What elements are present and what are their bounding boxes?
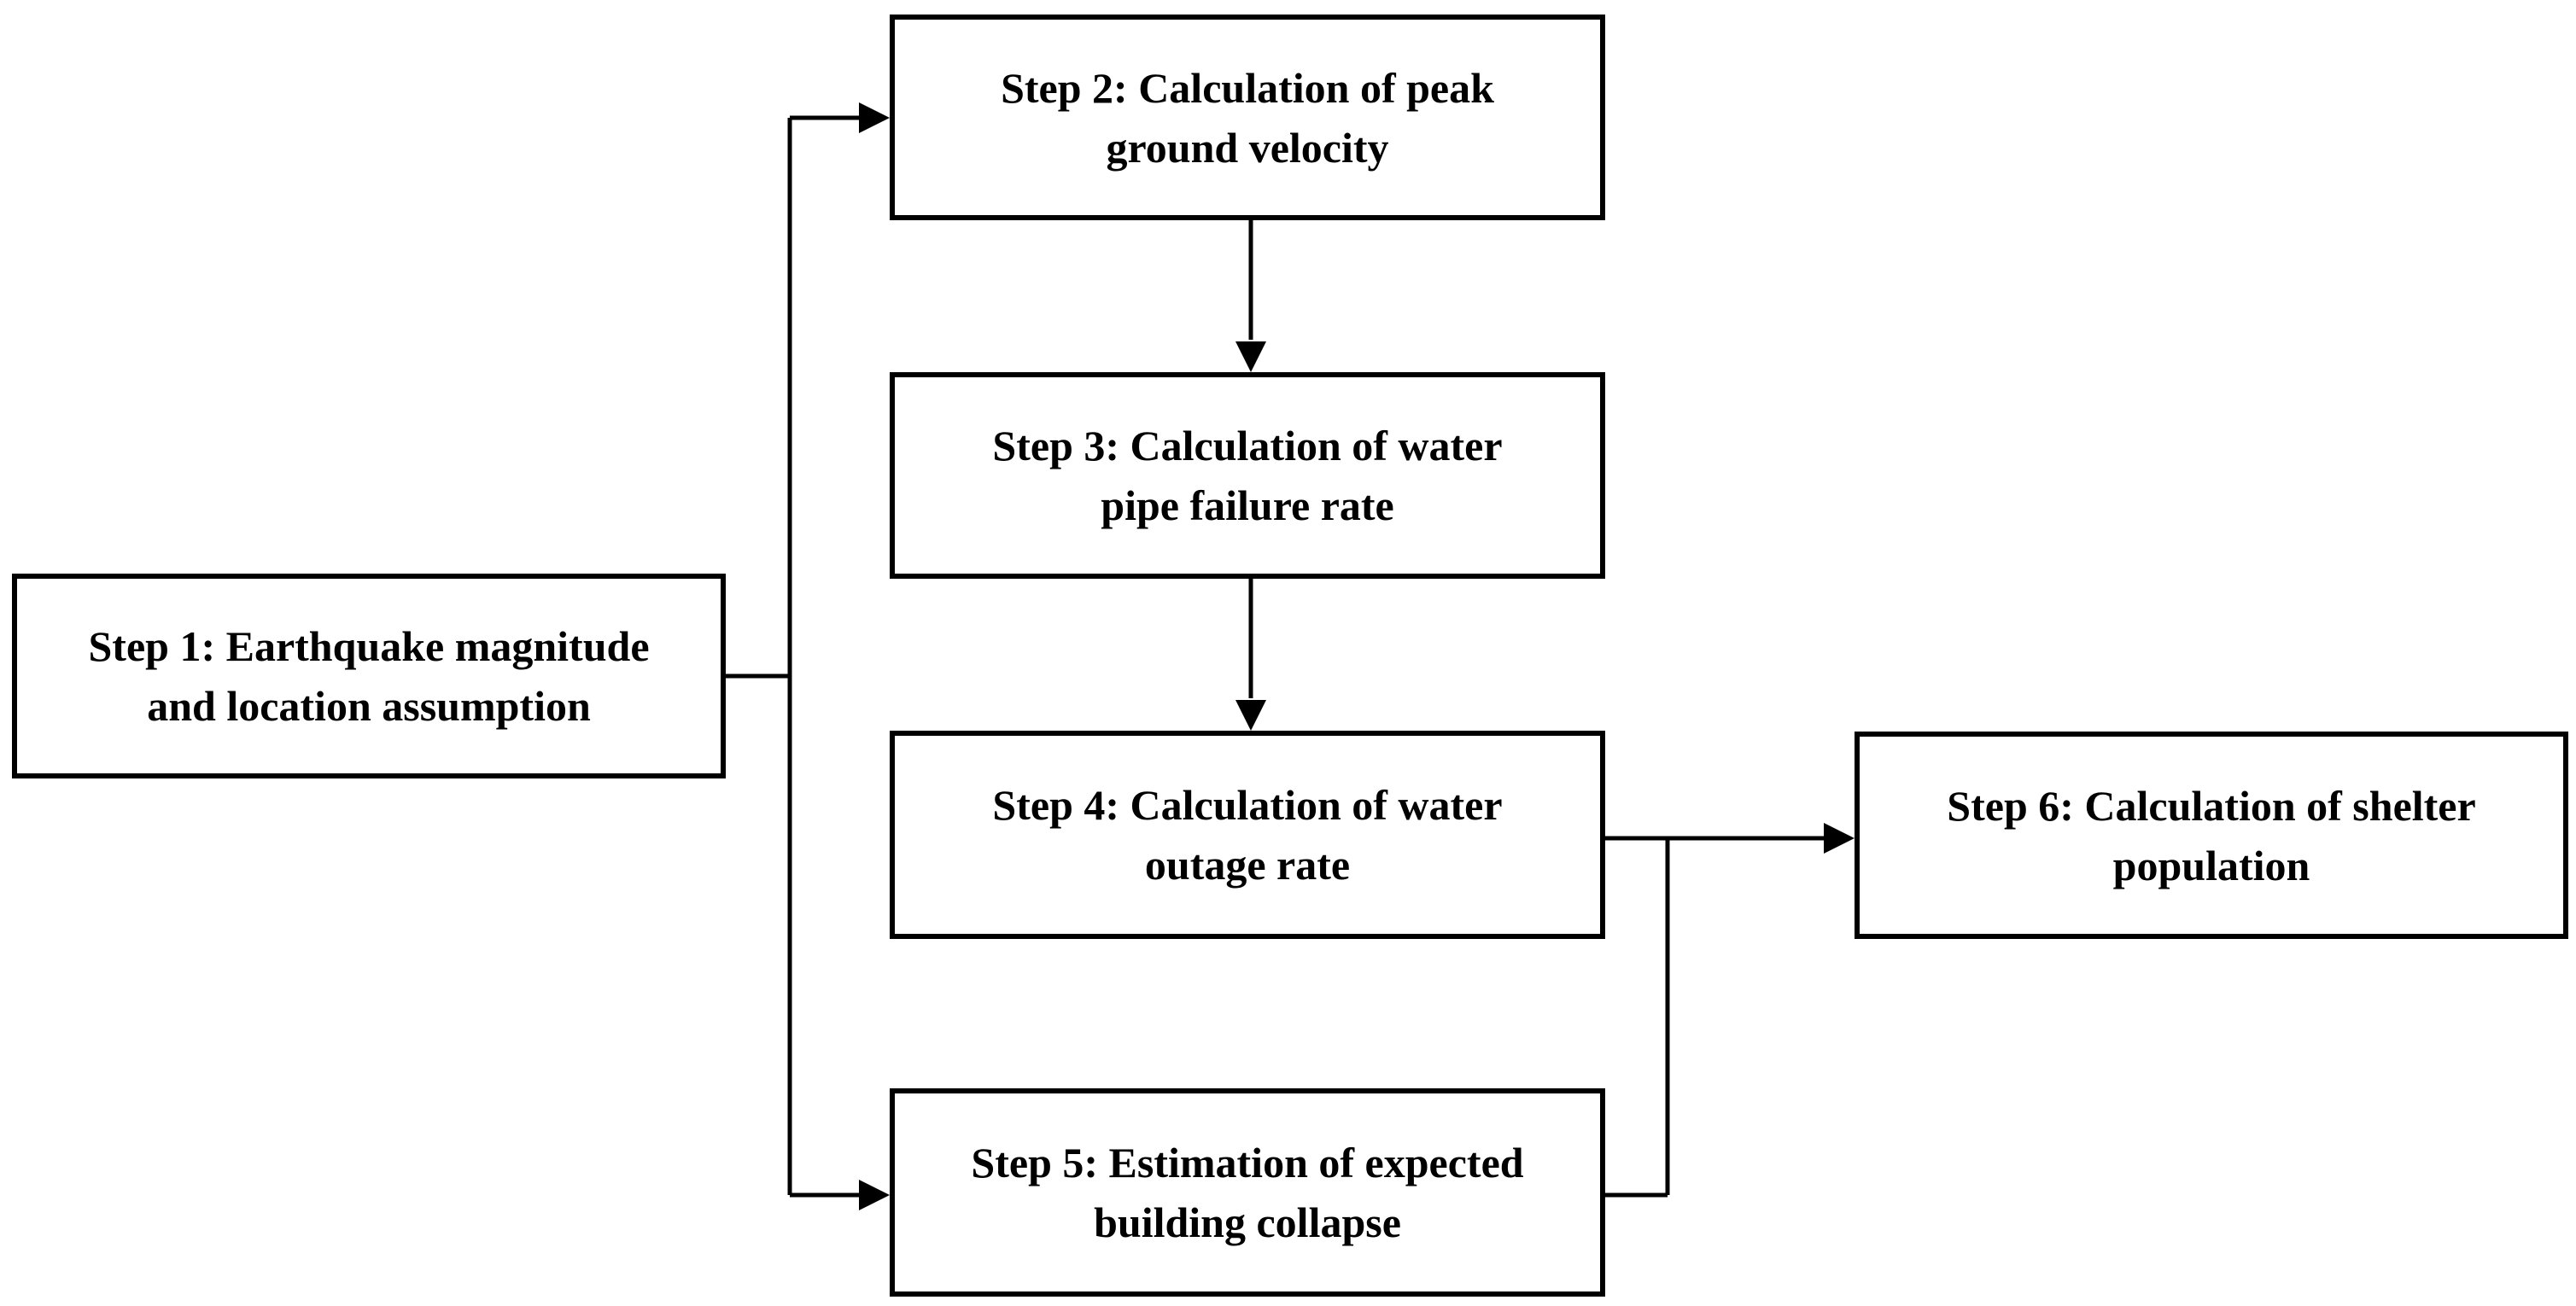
step5-line2: building collapse bbox=[1094, 1198, 1401, 1246]
arrowhead-step6 bbox=[1824, 823, 1855, 854]
step1-line1: Step 1: Earthquake magnitude bbox=[88, 622, 650, 670]
step6-line2: population bbox=[2112, 841, 2310, 889]
arrowhead-step3 bbox=[1235, 341, 1266, 372]
step4-line2: outage rate bbox=[1144, 841, 1351, 889]
arrowhead-step4 bbox=[1235, 700, 1266, 731]
arrowhead-step2 bbox=[859, 102, 890, 133]
step6-line1: Step 6: Calculation of shelter bbox=[1947, 781, 2476, 830]
step4-line1: Step 4: Calculation of water bbox=[992, 781, 1503, 829]
step3-line1: Step 3: Calculation of water bbox=[992, 422, 1503, 469]
step1-box: Step 1: Earthquake magnitude and locatio… bbox=[12, 574, 726, 778]
step2-box: Step 2: Calculation of peak ground veloc… bbox=[890, 15, 1605, 220]
step5-box: Step 5: Estimation of expected building … bbox=[890, 1088, 1605, 1297]
step2-line2: ground velocity bbox=[1106, 123, 1389, 172]
step3-box: Step 3: Calculation of water pipe failur… bbox=[890, 372, 1605, 579]
step3-line2: pipe failure rate bbox=[1101, 481, 1394, 529]
step2-line1: Step 2: Calculation of peak bbox=[1001, 63, 1494, 112]
step6-box: Step 6: Calculation of shelter populatio… bbox=[1855, 732, 2568, 939]
step4-box: Step 4: Calculation of water outage rate bbox=[890, 731, 1605, 939]
step1-line2: and location assumption bbox=[147, 682, 591, 730]
step5-line1: Step 5: Estimation of expected bbox=[971, 1139, 1524, 1186]
arrowhead-step5 bbox=[859, 1180, 890, 1210]
